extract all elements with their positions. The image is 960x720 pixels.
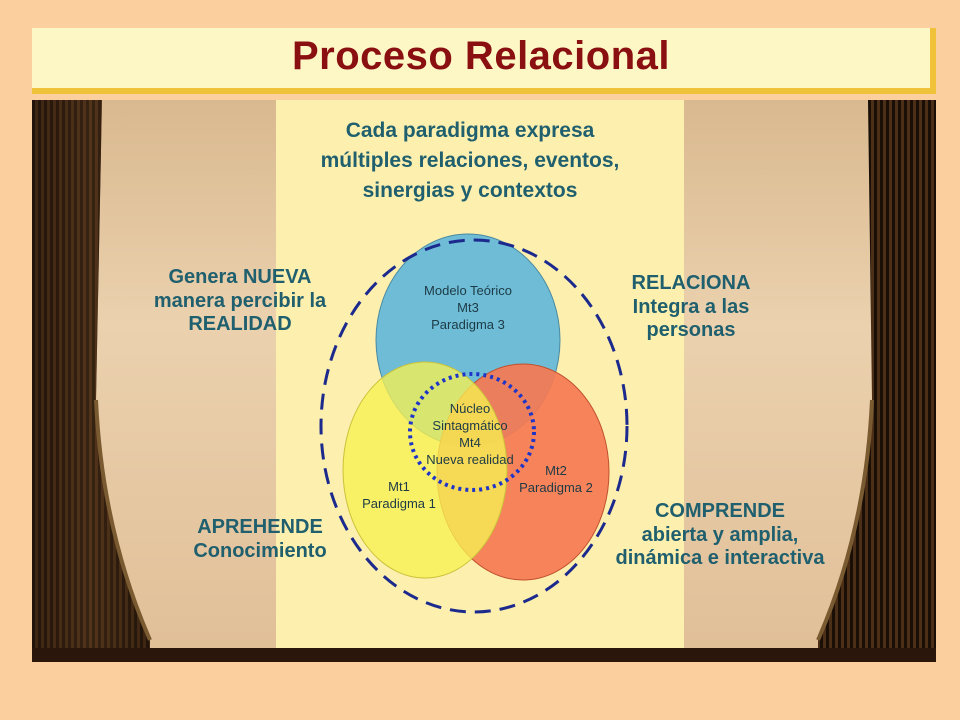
label-line: Mt3 xyxy=(457,300,479,315)
core-dotted-ring xyxy=(408,372,536,492)
quadrant-line: REALIDAD xyxy=(188,313,292,336)
label-line: Mt2 xyxy=(545,463,567,478)
quadrant-bottom-left: APREHENDE Conocimiento xyxy=(140,516,380,563)
left-curtain-icon xyxy=(32,100,152,662)
quadrant-line: APREHENDE xyxy=(197,516,323,538)
header-note: Cada paradigma expresa múltiples relacio… xyxy=(320,119,620,202)
quadrant-line: Genera NUEVA xyxy=(168,266,312,288)
label-line: Núcleo xyxy=(449,401,491,416)
title-bar: Proceso Relacional xyxy=(32,28,936,94)
label-line: Modelo Teórico xyxy=(424,283,512,298)
label-line: Paradigma 2 xyxy=(519,480,593,495)
label-line: Nueva realidad xyxy=(426,452,514,467)
label-line: Paradigma 1 xyxy=(362,496,436,511)
quadrant-line: abierta y amplia, xyxy=(641,523,799,546)
quadrant-line: RELACIONA xyxy=(631,272,751,294)
label-paradigma-2: Mt2 Paradigma 2 xyxy=(506,462,606,496)
label-line: Mt1 xyxy=(388,479,410,494)
label-paradigma-3: Modelo Teórico Mt3 Paradigma 3 xyxy=(400,282,536,333)
page-title: Proceso Relacional xyxy=(291,34,671,78)
outer-dashed-ring xyxy=(319,238,629,614)
quadrant-line: Integra a las xyxy=(632,295,750,318)
quadrant-line: manera percibir la xyxy=(153,289,327,312)
stage-floor xyxy=(32,648,936,662)
label-paradigma-1: Mt1 Paradigma 1 xyxy=(346,478,452,512)
label-line: Sintagmático xyxy=(432,418,508,433)
label-line: Paradigma 3 xyxy=(431,317,505,332)
quadrant-line: dinámica e interactiva xyxy=(615,547,825,570)
right-curtain-icon xyxy=(816,100,936,662)
quadrant-line: Conocimiento xyxy=(193,539,327,562)
circle-paradigma-1 xyxy=(342,361,508,579)
quadrant-top-left: Genera NUEVA manera percibir la REALIDAD xyxy=(120,266,360,337)
quadrant-bottom-right: COMPRENDE abierta y amplia, dinámica e i… xyxy=(580,500,860,571)
label-core: Núcleo Sintagmático Mt4 Nueva realidad xyxy=(410,400,530,468)
quadrant-top-right: RELACIONA Integra a las personas xyxy=(596,272,786,343)
quadrant-line: personas xyxy=(646,319,736,342)
quadrant-line: COMPRENDE xyxy=(654,500,785,522)
label-line: Mt4 xyxy=(459,435,481,450)
